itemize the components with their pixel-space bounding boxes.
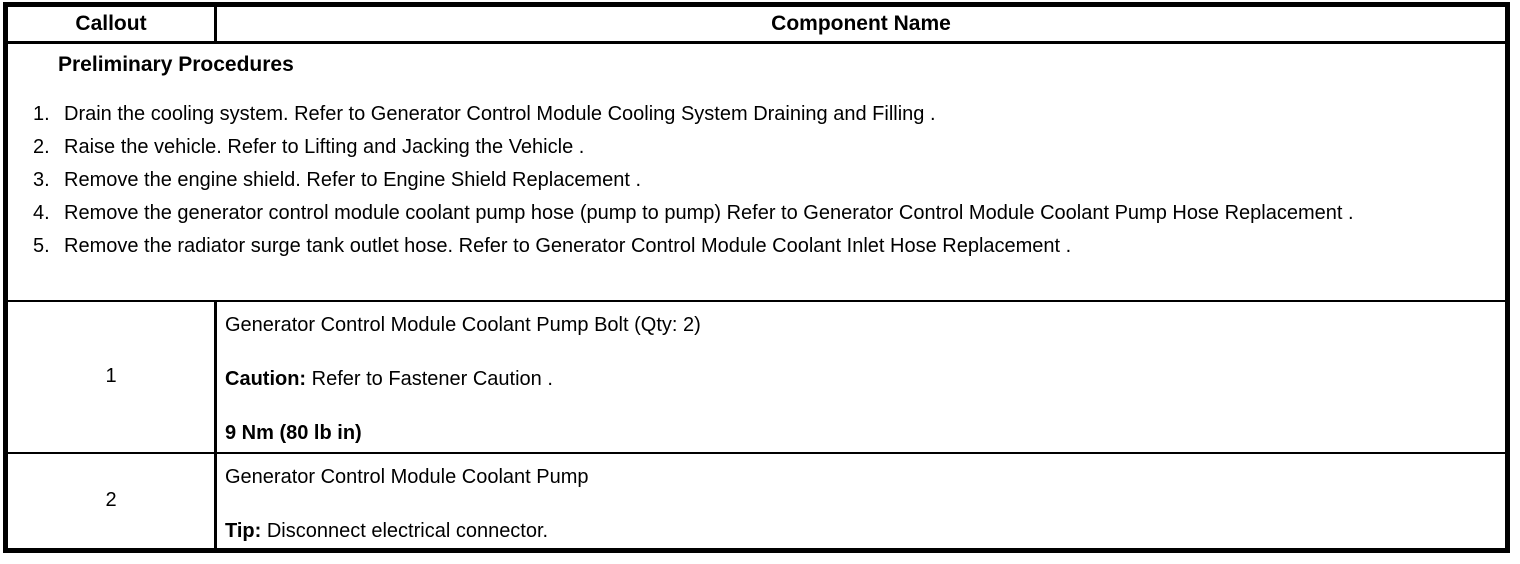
caution-note: Caution: Refer to Fastener Caution . [225, 363, 1495, 396]
step-text: Remove the generator control module cool… [64, 202, 1354, 224]
step-number: 3. [33, 169, 50, 191]
step-number: 5. [33, 235, 50, 257]
preliminary-procedures-title: Preliminary Procedures [58, 53, 294, 76]
preliminary-procedures-row: Preliminary Procedures 1. Drain the cool… [5, 42, 1508, 302]
preliminary-step-1: 1. Drain the cooling system. Refer to Ge… [8, 98, 1495, 131]
component-cell-1: Generator Control Module Coolant Pump Bo… [215, 299, 1508, 453]
preliminary-step-5: 5. Remove the radiator surge tank outlet… [8, 230, 1495, 263]
step-number: 2. [33, 136, 50, 158]
preliminary-step-3: 3. Remove the engine shield. Refer to En… [8, 164, 1495, 197]
component-name-text: Generator Control Module Coolant Pump [225, 465, 589, 488]
step-number: 1. [33, 103, 50, 125]
tip-text: Disconnect electrical connector. [261, 519, 549, 542]
caution-text: Refer to Fastener Caution . [306, 367, 553, 390]
caution-label: Caution: [225, 367, 307, 390]
service-manual-sheet: Callout Component Name Preliminary Proce… [3, 2, 1510, 553]
preliminary-step-2: 2. Raise the vehicle. Refer to Lifting a… [8, 131, 1495, 164]
preliminary-step-4: 4. Remove the generator control module c… [8, 197, 1495, 230]
component-name-text: Generator Control Module Coolant Pump Bo… [225, 313, 701, 336]
step-text: Raise the vehicle. Refer to Lifting and … [64, 136, 585, 158]
preliminary-procedures-cell: Preliminary Procedures 1. Drain the cool… [5, 42, 1508, 302]
table-row-callout-2: 2 Generator Control Module Coolant Pump … [5, 451, 1508, 550]
step-text: Remove the engine shield. Refer to Engin… [64, 169, 642, 191]
preliminary-steps-list: 1. Drain the cooling system. Refer to Ge… [8, 98, 1495, 263]
step-text: Drain the cooling system. Refer to Gener… [64, 103, 936, 125]
table-row-callout-1: 1 Generator Control Module Coolant Pump … [5, 299, 1508, 453]
step-text: Remove the radiator surge tank outlet ho… [64, 235, 1072, 257]
component-cell-2: Generator Control Module Coolant Pump Ti… [215, 451, 1508, 550]
tip-label: Tip: [225, 519, 262, 542]
component-callout-table: Callout Component Name Preliminary Proce… [3, 2, 1510, 553]
tip-note: Tip: Disconnect electrical connector. [225, 515, 1495, 548]
component-name-column-header: Component Name [215, 4, 1508, 44]
step-number: 4. [33, 202, 50, 224]
table-header-row: Callout Component Name [5, 4, 1508, 44]
callout-number-2: 2 [5, 451, 217, 550]
callout-column-header: Callout [5, 4, 217, 44]
torque-spec: 9 Nm (80 lb in) [225, 421, 362, 444]
callout-number-1: 1 [5, 299, 217, 453]
